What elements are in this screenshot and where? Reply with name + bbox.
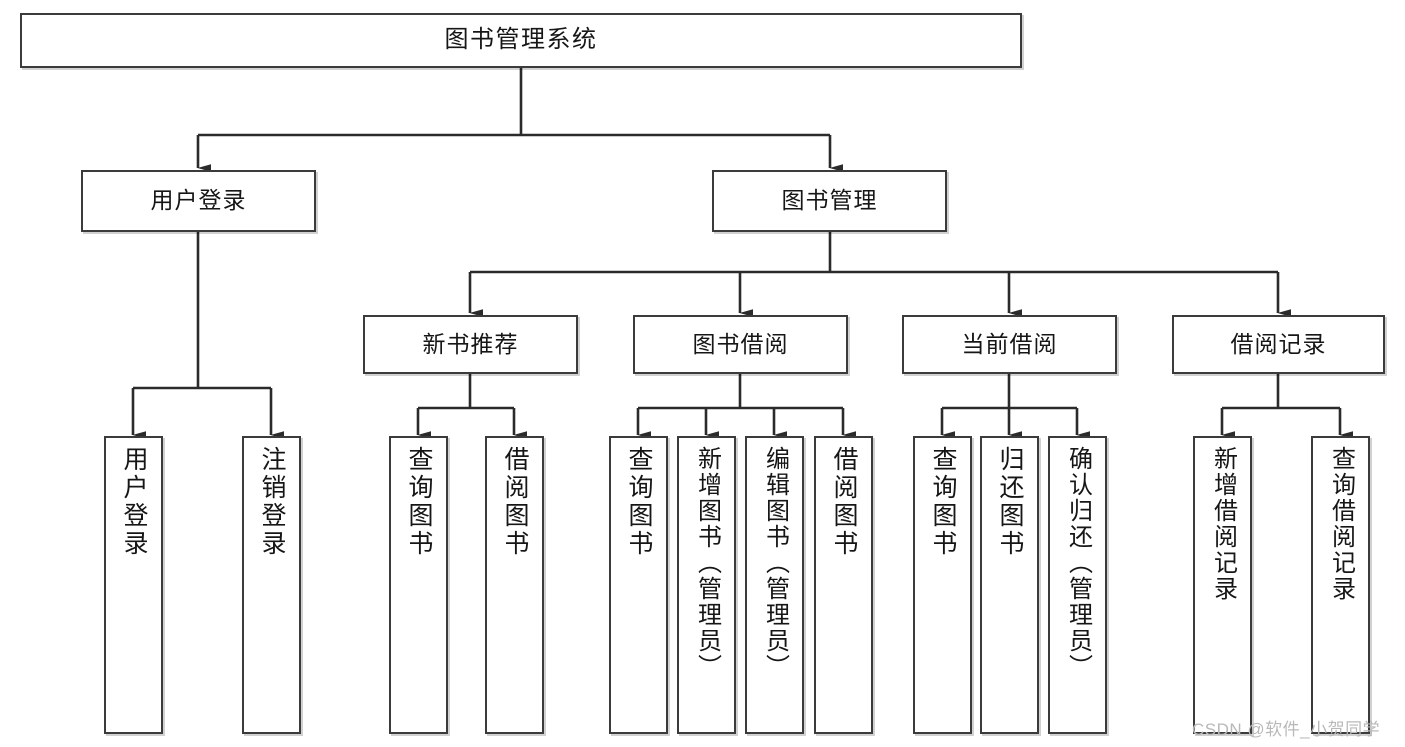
node-label: 新增借阅记录 (1209, 446, 1237, 602)
node-label: 归还图书 (996, 446, 1024, 558)
leaf-current-confirm-return-admin[interactable]: 确认归还（管理员） (1048, 436, 1107, 734)
node-label: 借阅记录 (1230, 330, 1327, 357)
node-label: 图书借阅 (692, 330, 789, 357)
node-label: 查询图书 (625, 446, 653, 558)
node-book-borrow[interactable]: 图书借阅 (633, 315, 848, 374)
leaf-record-add-record[interactable]: 新增借阅记录 (1193, 436, 1252, 734)
node-current-borrow[interactable]: 当前借阅 (902, 315, 1117, 374)
leaf-borrow-edit-book-admin[interactable]: 编辑图书（管理员） (745, 436, 804, 734)
leaf-record-query-record[interactable]: 查询借阅记录 (1311, 436, 1370, 734)
node-label: 图书管理 (781, 187, 878, 214)
node-label: 新书推荐 (422, 330, 519, 357)
node-label: 查询借阅记录 (1327, 446, 1355, 602)
node-user-login[interactable]: 用户登录 (81, 170, 316, 232)
node-label: 新增图书（管理员） (693, 446, 721, 680)
leaf-recommend-query-book[interactable]: 查询图书 (389, 436, 448, 734)
leaf-borrow-query-book[interactable]: 查询图书 (609, 436, 668, 734)
leaf-user-login-login[interactable]: 用户登录 (104, 436, 163, 734)
node-book-management[interactable]: 图书管理 (712, 170, 947, 232)
node-label: 借阅图书 (501, 446, 529, 558)
leaf-current-query-book[interactable]: 查询图书 (913, 436, 972, 734)
node-label: 用户登录 (150, 187, 247, 214)
node-label: 借阅图书 (830, 446, 858, 558)
leaf-borrow-borrow-book[interactable]: 借阅图书 (814, 436, 873, 734)
leaf-user-login-logout[interactable]: 注销登录 (242, 436, 301, 734)
leaf-recommend-borrow-book[interactable]: 借阅图书 (485, 436, 544, 734)
leaf-current-return-book[interactable]: 归还图书 (980, 436, 1039, 734)
node-label: 确认归还（管理员） (1064, 446, 1092, 680)
node-label: 用户登录 (120, 446, 148, 558)
node-borrow-record[interactable]: 借阅记录 (1172, 315, 1385, 374)
node-label: 编辑图书（管理员） (761, 446, 789, 680)
node-new-book-recommend[interactable]: 新书推荐 (363, 315, 578, 374)
node-label: 当前借阅 (961, 330, 1058, 357)
node-label: 图书管理系统 (444, 26, 598, 54)
node-label: 注销登录 (258, 446, 286, 558)
csdn-watermark: CSDN @软件_小贺同学 (1192, 720, 1381, 739)
node-label: 查询图书 (405, 446, 433, 558)
leaf-borrow-add-book-admin[interactable]: 新增图书（管理员） (677, 436, 736, 734)
node-root-system[interactable]: 图书管理系统 (20, 13, 1022, 68)
node-label: 查询图书 (929, 446, 957, 558)
